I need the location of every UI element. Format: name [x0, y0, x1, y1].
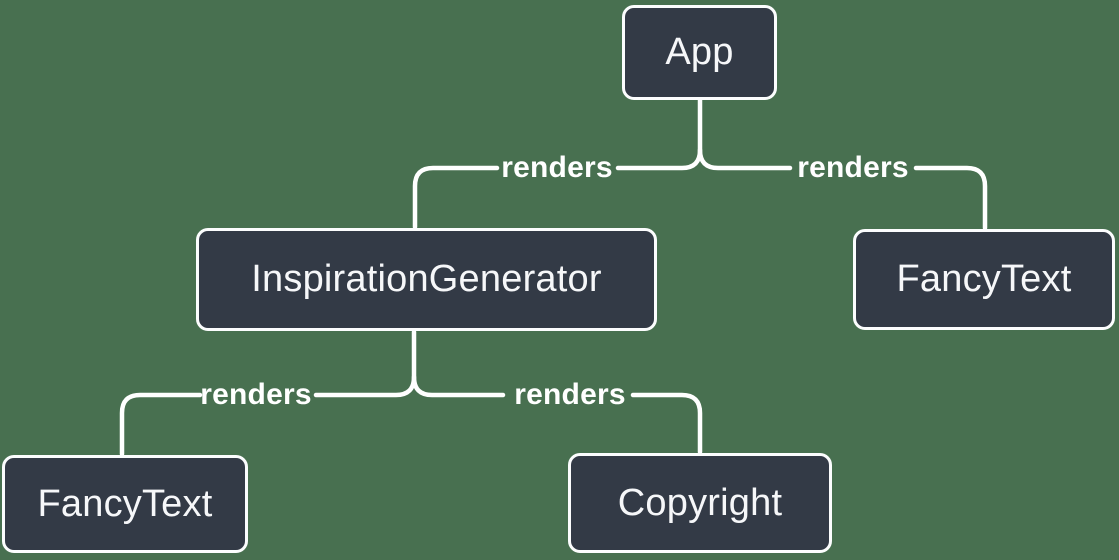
connector-inspiration-to-fancytext	[119, 392, 203, 457]
connector-inspiration-stem-left	[313, 329, 417, 398]
edge-label-app-fancytext: renders	[797, 151, 909, 184]
node-app-label: App	[665, 31, 734, 73]
edge-label-inspiration-copyright: renders	[514, 378, 626, 411]
edge-label-app-inspiration: renders	[501, 151, 613, 184]
node-fancytext-right-label: FancyText	[896, 258, 1072, 300]
connector-app-to-fancytext	[913, 165, 988, 231]
node-copyright-label: Copyright	[617, 481, 783, 524]
edge-label-inspiration-fancytext: renders	[200, 378, 312, 411]
node-fancytext-right: FancyText	[853, 229, 1115, 330]
node-fancytext-left-label: FancyText	[37, 482, 213, 525]
node-copyright: Copyright	[568, 453, 832, 553]
node-app: App	[622, 5, 777, 100]
connector-app-to-inspiration	[412, 165, 500, 230]
node-inspiration-generator: InspirationGenerator	[196, 228, 657, 331]
node-fancytext-left: FancyText	[2, 455, 248, 553]
connector-app-stem-left	[615, 97, 703, 171]
connector-app-stem-right	[697, 147, 793, 171]
connector-inspiration-to-copyright	[630, 392, 703, 455]
node-inspiration-generator-label: InspirationGenerator	[251, 258, 602, 300]
connector-inspiration-stem-right	[411, 374, 506, 398]
